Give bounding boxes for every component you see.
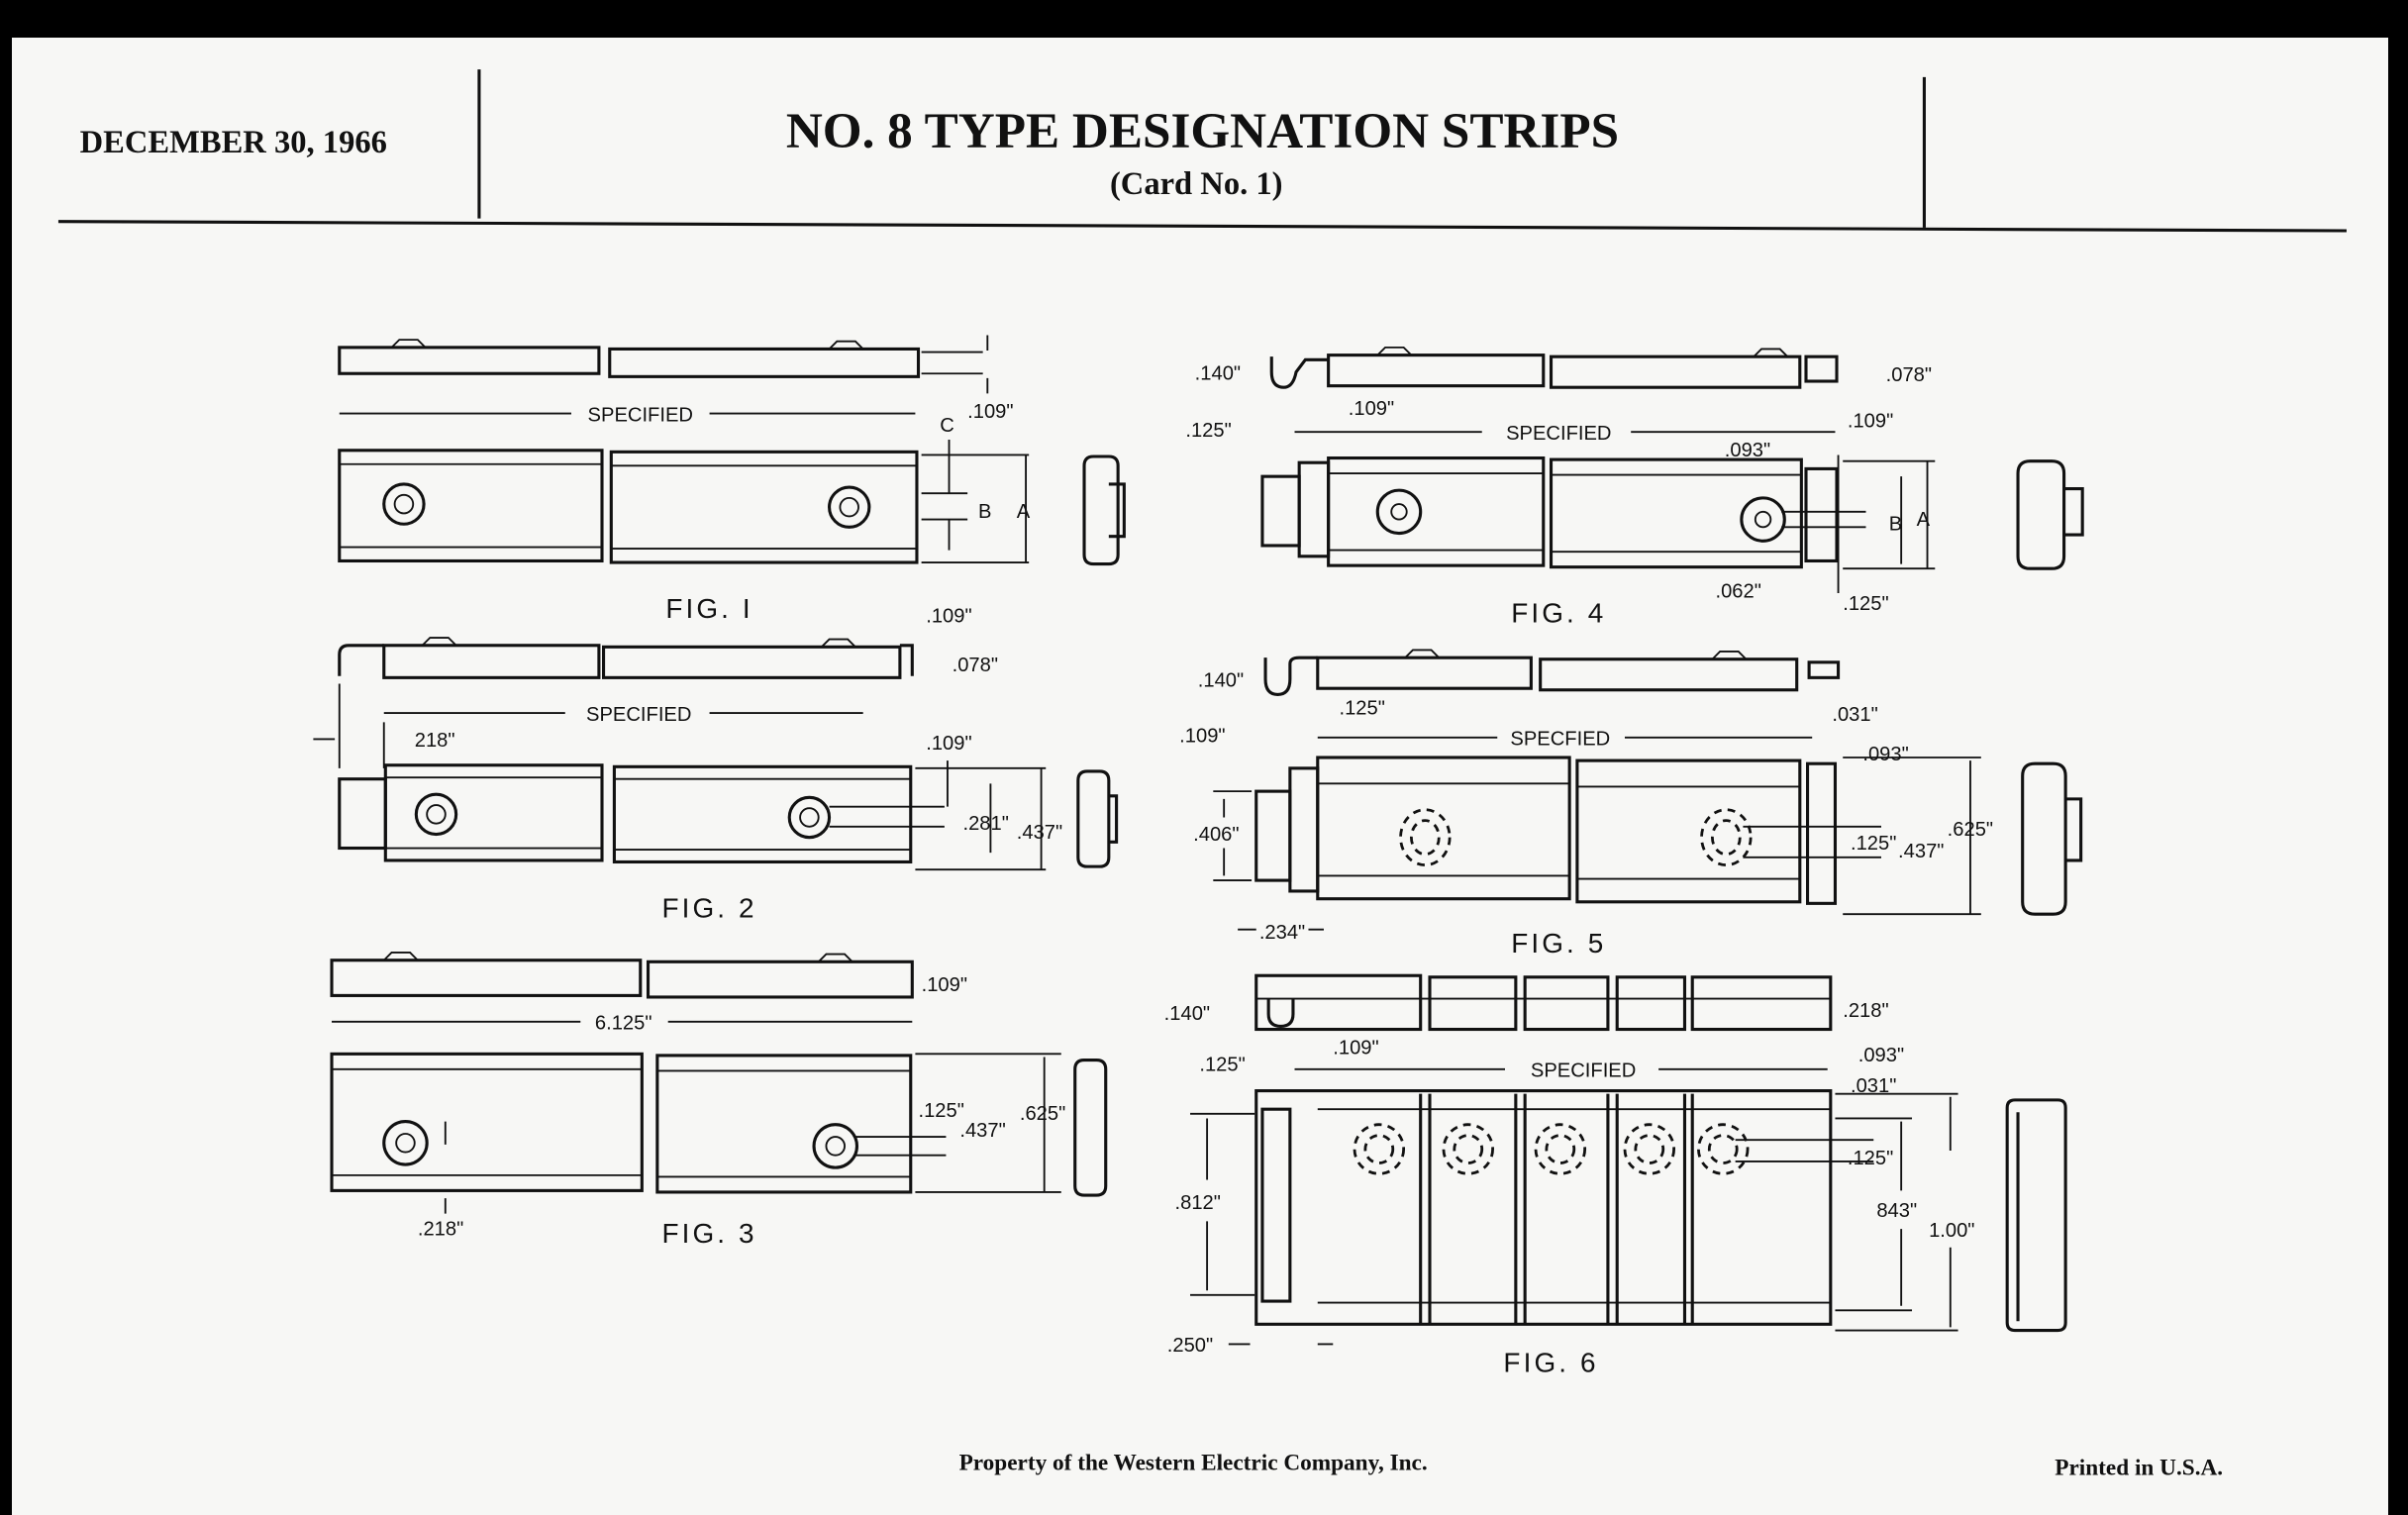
dim-140: .140" [1198, 670, 1244, 692]
dim-specified: SPECIFIED [588, 404, 693, 426]
dim-843: 843" [1876, 1200, 1917, 1222]
dim-125: .125" [1185, 420, 1231, 442]
dim-125: .125" [1199, 1054, 1245, 1075]
dim-a: A [1017, 501, 1031, 523]
date: DECEMBER 30, 1966 [80, 125, 387, 160]
figure-2: SPECIFIED .109" .078" 218" .109" .281" .… [313, 606, 1119, 923]
dim-031: .031" [1832, 704, 1877, 726]
dim-125-r: .125" [1848, 1148, 1893, 1169]
dim-140: .140" [1195, 362, 1241, 384]
dim-b: B [978, 501, 991, 523]
dim-109: .109" [967, 401, 1013, 423]
card-sheet [12, 38, 2388, 1515]
dim-100: 1.00" [1929, 1220, 1974, 1242]
hole-icon [382, 482, 426, 526]
figure-caption: FIG. 5 [1511, 928, 1606, 959]
dim-078: .078" [1886, 364, 1932, 386]
figure-caption: FIG. 2 [661, 892, 756, 923]
dim-125: .125" [919, 1100, 964, 1122]
page-subtitle: (Card No. 1) [1110, 166, 1283, 202]
dim-109: .109" [1179, 725, 1225, 747]
figure-5: SPECFIED .140" .109" .125" .031" .093" .… [1179, 649, 2083, 959]
dim-c: C [940, 415, 954, 437]
dim-406: .406" [1193, 824, 1239, 846]
figure-caption: FIG. 3 [661, 1218, 756, 1249]
dashed-holes [1353, 1123, 1750, 1175]
dim-625: .625" [1948, 819, 1993, 841]
figure-4: SPECIFIED .140" .125" .109" .078" .109" … [1185, 346, 2084, 629]
dim-specified: SPECIFIED [1506, 423, 1611, 445]
header-rule [57, 220, 2347, 233]
dim-093: .093" [1862, 744, 1908, 765]
dim-109: .109" [922, 974, 967, 996]
end-view [1082, 454, 1126, 566]
dim-specified: SPECFIED [1510, 729, 1610, 751]
dim-125-r: .125" [1843, 593, 1888, 615]
dim-218: .218" [418, 1218, 463, 1240]
figure-caption: FIG. 4 [1511, 598, 1606, 629]
figure-1: SPECIFIED C .109" B A FIG. I [338, 335, 1126, 624]
dim-125-r: .125" [1851, 833, 1896, 855]
figure-3: .109" 6.125" .125" .437" .625" .218" FIG… [330, 952, 1108, 1249]
dim-437: .437" [1898, 841, 1944, 862]
dim-437: .437" [959, 1120, 1005, 1142]
dim-a: A [1917, 509, 1931, 531]
dim-109-top: .109" [926, 606, 971, 628]
dim-218: 218" [415, 730, 455, 752]
header: DECEMBER 30, 1966 NO. 8 TYPE DESIGNATION… [57, 69, 2347, 233]
dim-length: 6.125" [595, 1013, 652, 1035]
property-note: Property of the Western Electric Company… [959, 1451, 1428, 1476]
dim-078: .078" [953, 655, 998, 676]
dim-109: .109" [1333, 1037, 1378, 1059]
dim-109: .109" [926, 733, 971, 755]
dim-031: .031" [1851, 1075, 1896, 1097]
dim-062: .062" [1715, 581, 1760, 603]
dim-140: .140" [1164, 1003, 1210, 1025]
dim-specified: SPECIFIED [586, 704, 691, 726]
footer: Property of the Western Electric Company… [959, 1451, 2224, 1481]
dim-218: .218" [1843, 1000, 1888, 1022]
dim-250: .250" [1167, 1335, 1213, 1357]
hole-icon [828, 485, 871, 529]
page-title: NO. 8 TYPE DESIGNATION STRIPS [786, 103, 1619, 159]
dim-109-r: .109" [1848, 411, 1893, 433]
dim-234: .234" [1259, 922, 1305, 944]
dim-625: .625" [1020, 1103, 1065, 1125]
dim-812: .812" [1175, 1192, 1221, 1214]
dim-093: .093" [1725, 440, 1770, 461]
dim-281: .281" [962, 813, 1008, 835]
dim-093: .093" [1858, 1045, 1904, 1066]
dim-109: .109" [1349, 398, 1394, 420]
dim-specified: SPECIFIED [1531, 1060, 1636, 1082]
figure-caption: FIG. I [665, 593, 752, 624]
dim-437: .437" [1017, 822, 1062, 844]
figure-6: SPECIFIED .140" .125" .109" .218" .093" … [1164, 973, 2067, 1377]
dim-b: B [1889, 513, 1902, 535]
dim-125: .125" [1339, 698, 1384, 720]
printed-note: Printed in U.S.A. [2055, 1455, 2223, 1480]
figure-caption: FIG. 6 [1503, 1347, 1598, 1377]
